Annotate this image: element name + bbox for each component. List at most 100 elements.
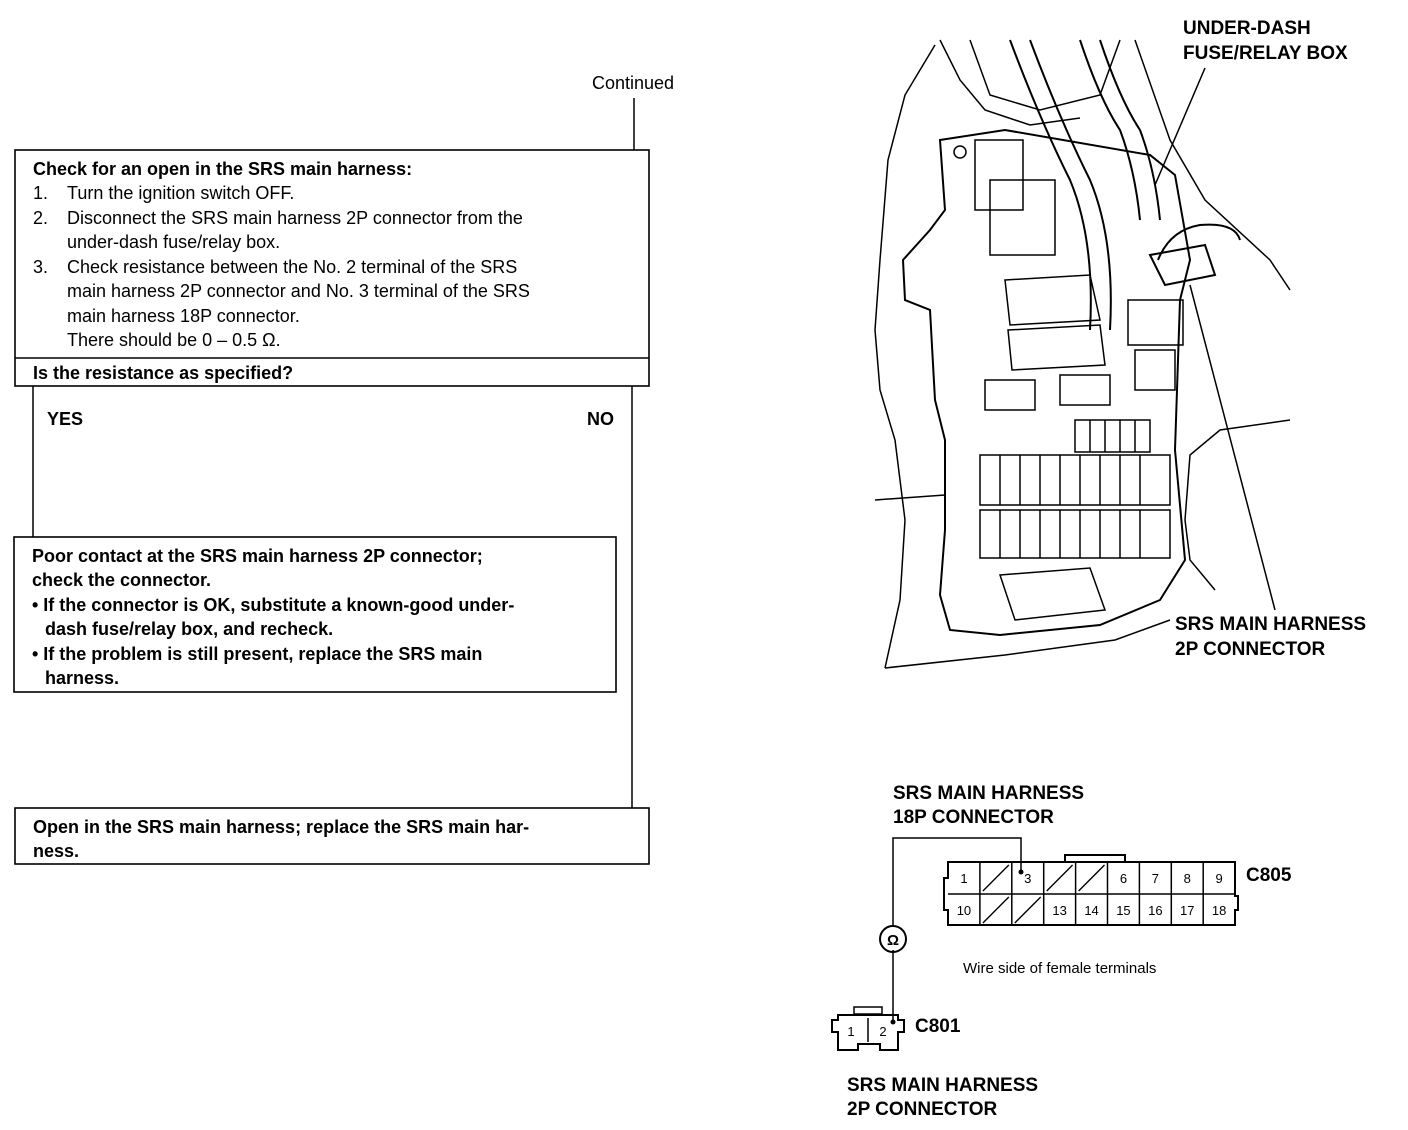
- yes-result-bullet1a: • If the connector is OK, substitute a k…: [32, 595, 514, 615]
- relay-block-2: [989, 179, 1056, 256]
- step-1-text: Turn the ignition switch OFF.: [67, 183, 294, 203]
- dash-curve: [969, 39, 1121, 111]
- mount-bolt: [953, 145, 967, 159]
- yes-result-frame: [13, 536, 617, 693]
- connector-18p-empty-slot: [1078, 864, 1105, 892]
- no-result-box: Open in the SRS main harness; replace th…: [14, 807, 650, 865]
- c18-label-1: SRS MAIN HARNESS: [893, 783, 1084, 804]
- relay-small-3: [1127, 299, 1184, 346]
- harness-bundle-4: [1099, 39, 1161, 221]
- wire-side-note: Wire side of female terminals: [963, 960, 1156, 977]
- connector-18p-pin-label: 8: [1184, 871, 1191, 886]
- harness-bundle-2: [1029, 39, 1112, 331]
- continued-label: Continued: [592, 73, 674, 93]
- connector-18p-pin-label: 15: [1116, 903, 1130, 918]
- relay-small-4: [1134, 349, 1176, 391]
- connector-18p-empty-slot: [982, 896, 1010, 924]
- dash-outline-top: [939, 39, 1081, 126]
- connector-2p-pin-2: 2: [879, 1024, 886, 1039]
- no-label: NO: [587, 409, 614, 429]
- fuse-box-label-2: FUSE/RELAY BOX: [1183, 43, 1348, 64]
- flowchart: Continued Check for an open in the SRS m…: [13, 73, 674, 865]
- ohm-icon: Ω: [887, 932, 899, 949]
- step-3-cont3: There should be 0 – 0.5 Ω.: [67, 330, 281, 350]
- step-3-text: Check resistance between the No. 2 termi…: [67, 257, 517, 277]
- step-2-num: 2.: [33, 208, 48, 228]
- connector-2p-frame: [831, 1014, 905, 1051]
- fuse-box-illustration: UNDER-DASH FUSE/RELAY BOX SRS MAIN HARNE…: [874, 18, 1366, 669]
- fuse-row-middle: [979, 454, 1171, 506]
- yes-result-bullet1b: dash fuse/relay box, and recheck.: [45, 619, 333, 639]
- connector-18p-pin-label: 17: [1180, 903, 1194, 918]
- step-2-text: Disconnect the SRS main harness 2P conne…: [67, 208, 523, 228]
- installed-2p-connector-wire: [1157, 223, 1241, 261]
- no-result-line1: Open in the SRS main harness; replace th…: [33, 817, 529, 837]
- step-3-cont: main harness 2P connector and No. 3 term…: [67, 281, 530, 301]
- yes-result-bullet2a: • If the problem is still present, repla…: [32, 644, 482, 664]
- step-3-cont2: main harness 18P connector.: [67, 306, 300, 326]
- c2-label-2: 2P CONNECTOR: [847, 1099, 998, 1120]
- connector-18p-pin-label: 16: [1148, 903, 1162, 918]
- connector-18p-lock-tab: [1064, 854, 1126, 862]
- connector-18p-pin-label: 7: [1152, 871, 1159, 886]
- connector-18p-pin-label: 1: [960, 871, 967, 886]
- fuse-row-bottom: [979, 509, 1171, 559]
- relay-small-2: [1059, 374, 1111, 406]
- harness-bundle-1: [1009, 39, 1092, 331]
- fuse-rows: [979, 419, 1171, 559]
- leader-2p-connector: [1189, 284, 1276, 611]
- harness-bundle-3: [1079, 39, 1141, 221]
- check-question: Is the resistance as specified?: [33, 363, 293, 383]
- fuse-box-body: [901, 128, 1192, 637]
- connector-2p: 1 2: [831, 1006, 905, 1051]
- yes-result-line1: Poor contact at the SRS main harness 2P …: [32, 546, 483, 566]
- relay-block-1: [974, 139, 1024, 211]
- no-result-line2: ness.: [33, 841, 79, 861]
- connector-18p-pin-label: 3: [1024, 871, 1031, 886]
- pin3-probe-point: [1018, 869, 1024, 875]
- pin2-probe-point: [890, 1019, 896, 1025]
- yes-label: YES: [47, 409, 83, 429]
- connector-2p-pin-1: 1: [847, 1024, 854, 1039]
- dash-outline-left: [874, 44, 936, 669]
- c2-label-1: SRS MAIN HARNESS: [847, 1075, 1038, 1096]
- connector-18p-frame: [943, 861, 1239, 926]
- wire-left: [874, 494, 946, 501]
- connector-socket-2: [1007, 324, 1106, 371]
- connector-18p-pin-label: 10: [957, 903, 971, 918]
- fuse-row-top: [1074, 419, 1151, 453]
- step-1-num: 1.: [33, 183, 48, 203]
- no-result-frame: [14, 807, 650, 865]
- c18-label-2: 18P CONNECTOR: [893, 807, 1054, 828]
- check-box: Check for an open in the SRS main harnes…: [14, 149, 650, 387]
- yes-result-box: Poor contact at the SRS main harness 2P …: [13, 536, 617, 693]
- relay-small-1: [984, 379, 1036, 411]
- installed-2p-connector-body: [1148, 243, 1217, 287]
- check-box-frame: [14, 149, 650, 387]
- connector-18p-empty-slot: [1014, 896, 1042, 924]
- connector-18p-empty-slot: [1046, 864, 1074, 892]
- fuse-box-label-1: UNDER-DASH: [1183, 18, 1311, 39]
- leader-fuse-box: [1154, 67, 1206, 186]
- connector-18p-pin-label: 9: [1216, 871, 1223, 886]
- connector-18p-empty-slot: [982, 864, 1010, 892]
- test-wire-upper: [892, 837, 1022, 927]
- dash-outline-right: [1134, 39, 1291, 291]
- yes-result-line2: check the connector.: [32, 570, 211, 590]
- yes-result-bullet2b: harness.: [45, 668, 119, 688]
- connector-18p-pin-label: 18: [1212, 903, 1226, 918]
- connector-2p-label-2: 2P CONNECTOR: [1175, 639, 1326, 660]
- check-box-title: Check for an open in the SRS main harnes…: [33, 159, 412, 179]
- c2-code: C801: [915, 1016, 961, 1037]
- step-3-num: 3.: [33, 257, 48, 277]
- connector-socket-1: [1004, 274, 1101, 326]
- connector-18p-pin-label: 13: [1052, 903, 1066, 918]
- connector-2p-lock-tab: [853, 1006, 883, 1015]
- dash-outline-bottom: [884, 619, 1171, 669]
- ohmmeter-circle: [879, 925, 907, 953]
- c18-code: C805: [1246, 865, 1292, 886]
